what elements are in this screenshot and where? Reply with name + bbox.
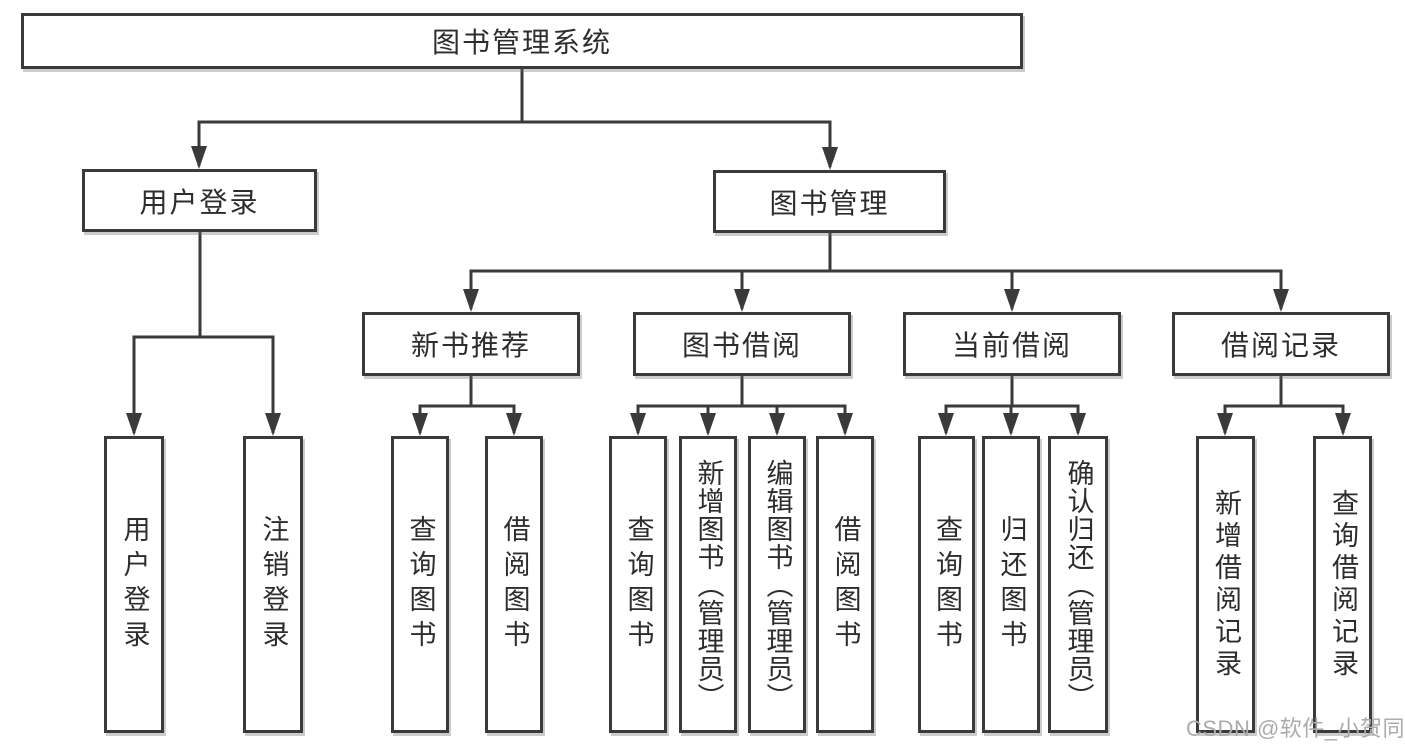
leaf-query-books-recommend: 查询图书	[391, 436, 449, 733]
leaf-label: 注销登录	[258, 514, 289, 655]
node-borrowing-records: 借阅记录	[1172, 312, 1390, 376]
leaf-label: 确认归还（管理员）	[1063, 458, 1094, 711]
node-user-login-branch: 用户登录	[82, 169, 317, 232]
leaf-borrow-books: 借阅图书	[816, 436, 874, 733]
leaf-label: 借阅图书	[830, 514, 861, 655]
node-new-book-recommendation: 新书推荐	[362, 312, 580, 376]
leaf-label: 查询借阅记录	[1328, 488, 1358, 681]
csdn-watermark: CSDN @软件_小贺同学	[1186, 716, 1405, 741]
leaf-label: 借阅图书	[499, 514, 530, 655]
leaf-query-books-borrowing: 查询图书	[609, 436, 667, 733]
node-label: 图书管理	[769, 187, 890, 219]
leaf-add-book-admin: 新增图书（管理员）	[679, 436, 737, 733]
leaf-return-books: 归还图书	[982, 436, 1040, 733]
leaf-label: 用户登录	[119, 514, 150, 655]
node-label: 用户登录	[139, 186, 260, 218]
leaf-label: 编辑图书（管理员）	[762, 458, 793, 711]
leaf-query-borrow-record: 查询借阅记录	[1313, 436, 1372, 733]
leaf-logout: 注销登录	[243, 436, 303, 733]
node-book-management-branch: 图书管理	[713, 170, 946, 233]
node-root-system: 图书管理系统	[21, 13, 1023, 69]
node-label: 图书管理系统	[431, 27, 612, 58]
node-label: 借阅记录	[1220, 330, 1341, 361]
node-current-borrowing: 当前借阅	[903, 312, 1121, 376]
node-book-borrowing: 图书借阅	[633, 312, 851, 376]
leaf-label: 查询图书	[932, 514, 962, 655]
leaf-label: 新增借阅记录	[1211, 488, 1241, 681]
leaf-add-borrow-record: 新增借阅记录	[1196, 436, 1255, 733]
leaf-label: 新增图书（管理员）	[693, 458, 724, 711]
leaf-query-books-current: 查询图书	[918, 436, 975, 733]
leaf-label: 查询图书	[405, 514, 436, 655]
leaf-borrow-books-recommend: 借阅图书	[485, 436, 543, 733]
arrowheads	[126, 146, 1351, 436]
leaf-label: 归还图书	[996, 514, 1027, 655]
node-label: 图书借阅	[681, 330, 802, 361]
leaf-confirm-return-admin: 确认归还（管理员）	[1048, 436, 1108, 733]
node-label: 新书推荐	[410, 330, 531, 361]
leaf-edit-book-admin: 编辑图书（管理员）	[748, 436, 806, 733]
leaf-label: 查询图书	[623, 514, 654, 655]
leaf-user-login: 用户登录	[104, 436, 164, 733]
node-label: 当前借阅	[951, 330, 1072, 361]
